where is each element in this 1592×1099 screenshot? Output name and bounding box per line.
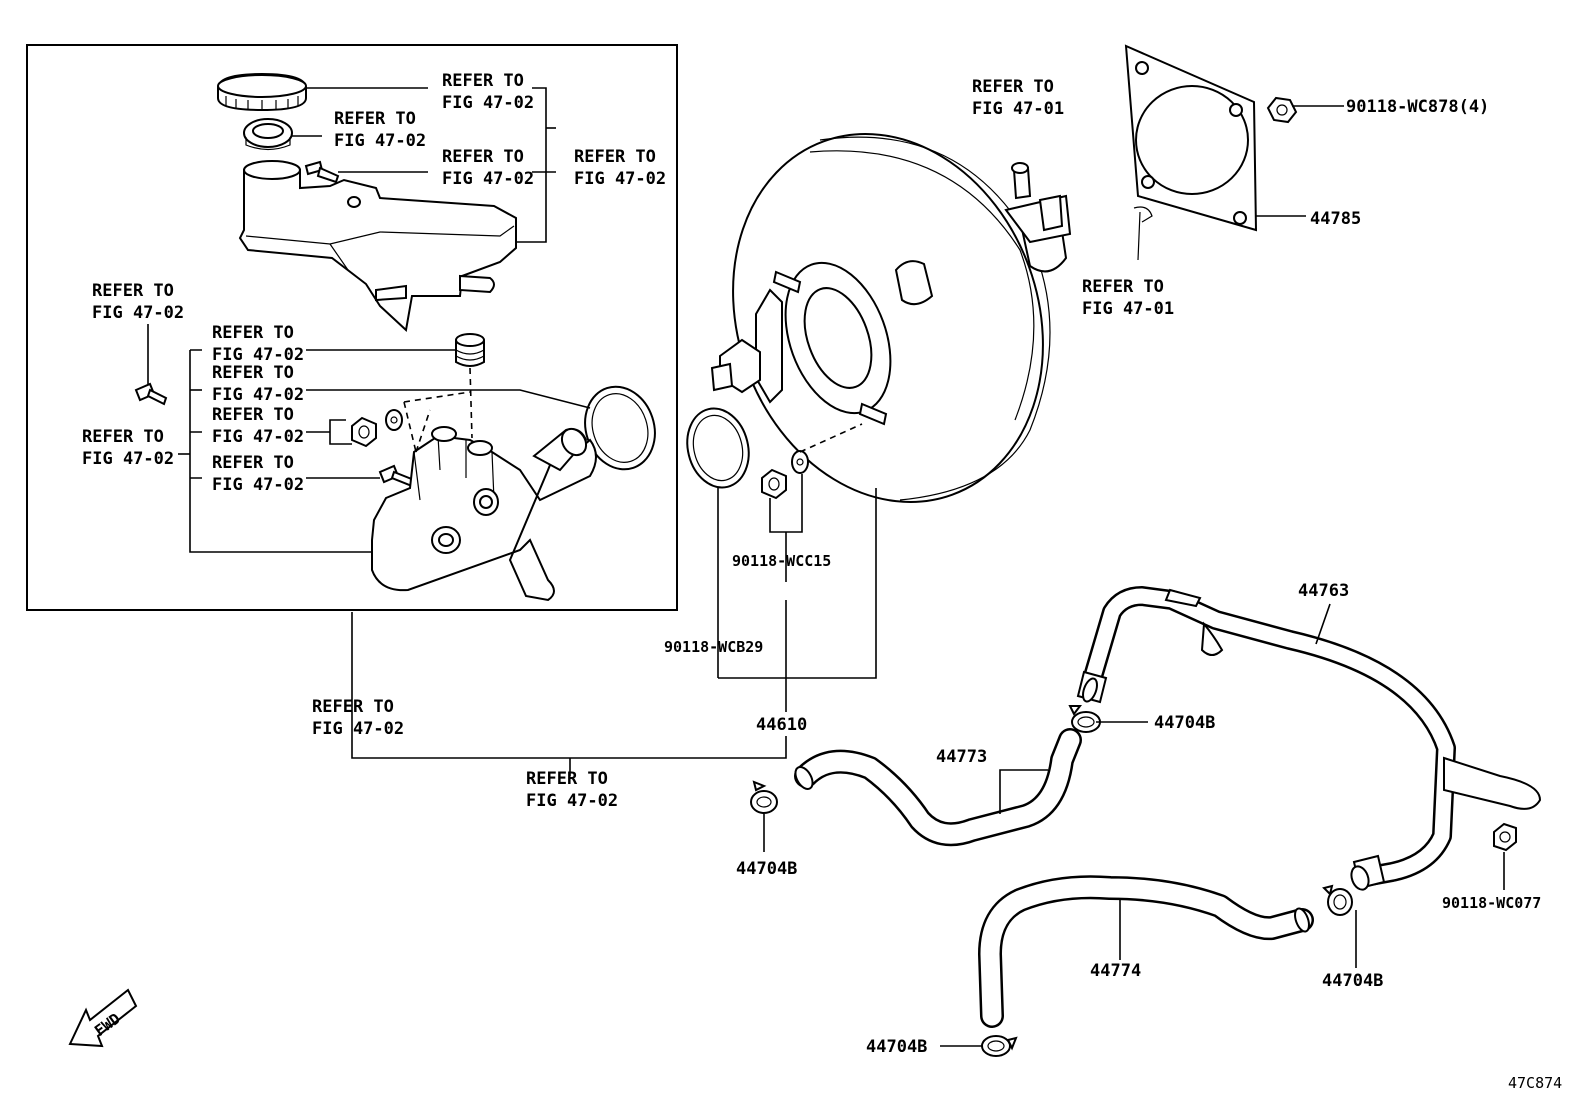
- refer-label-box-group: REFER TO FIG 47-02: [312, 697, 404, 739]
- svg-text:REFER TO: REFER TO: [1082, 277, 1164, 297]
- part-number-44773: 44773: [936, 747, 987, 767]
- part-number-44774: 44774: [1090, 961, 1141, 981]
- hose-clamp-icon: [750, 780, 778, 814]
- refer-label-grommet: REFER TO FIG 47-02: [212, 323, 304, 365]
- booster-seal-ring-icon: [686, 407, 750, 489]
- svg-text:REFER TO: REFER TO: [312, 697, 394, 717]
- reservoir-screw-icon: [304, 160, 340, 184]
- refer-label-reservoir: REFER TO FIG 47-02: [574, 147, 666, 189]
- svg-text:REFER TO: REFER TO: [212, 363, 294, 383]
- part-number-44704b: 44704B: [1322, 971, 1383, 991]
- part-number-44785: 44785: [1310, 209, 1361, 229]
- svg-text:FIG 47-02: FIG 47-02: [212, 345, 304, 365]
- reservoir-icon: [238, 160, 517, 332]
- svg-text:REFER TO: REFER TO: [442, 147, 524, 167]
- svg-text:FIG 47-01: FIG 47-01: [972, 99, 1064, 119]
- brake-booster-icon: [710, 133, 1072, 503]
- hose-clamp-icon: [981, 1035, 1018, 1057]
- booster-nut-icon: [761, 468, 787, 500]
- vacuum-pipe-icon: [1076, 586, 1542, 891]
- svg-text:FIG 47-02: FIG 47-02: [312, 719, 404, 739]
- svg-text:FIG 47-02: FIG 47-02: [526, 791, 618, 811]
- side-screw-icon: [134, 382, 168, 406]
- refer-label-clip: REFER TO FIG 47-01: [1082, 277, 1174, 319]
- part-number-44704b: 44704B: [866, 1037, 927, 1057]
- diagram-code: 47C874: [1508, 1074, 1562, 1092]
- svg-text:REFER TO: REFER TO: [212, 453, 294, 473]
- svg-text:FIG 47-02: FIG 47-02: [82, 449, 174, 469]
- nut-icon: [351, 416, 377, 448]
- svg-text:REFER TO: REFER TO: [442, 71, 524, 91]
- svg-text:FIG 47-02: FIG 47-02: [334, 131, 426, 151]
- clevis-pin-icon: [1011, 162, 1032, 200]
- master-cylinder-group-box: [26, 44, 678, 611]
- bolt-icon: [378, 464, 416, 488]
- part-number-90118-wcb29: 90118-WCB29: [664, 638, 763, 656]
- hose-44773-icon: [794, 728, 1082, 847]
- part-number-44610: 44610: [756, 715, 807, 735]
- part-number-44704b: 44704B: [1154, 713, 1215, 733]
- refer-label-cap: REFER TO FIG 47-02: [442, 71, 534, 113]
- part-number-90118-wcc15: 90118-WCC15: [732, 552, 831, 570]
- refer-label-strainer: REFER TO FIG 47-02: [334, 109, 426, 151]
- svg-text:REFER TO: REFER TO: [212, 405, 294, 425]
- flange-nut-icon: [1266, 96, 1298, 124]
- refer-label-side-screw: REFER TO FIG 47-02: [92, 281, 184, 323]
- grommet-icon: [455, 333, 485, 367]
- clip-icon: [1133, 206, 1153, 261]
- svg-text:FIG 47-02: FIG 47-02: [442, 169, 534, 189]
- reservoir-cap-icon: [217, 72, 307, 112]
- svg-text:FIG 47-01: FIG 47-01: [1082, 299, 1174, 319]
- refer-label-screw: REFER TO FIG 47-02: [442, 147, 534, 189]
- svg-text:REFER TO: REFER TO: [82, 427, 164, 447]
- refer-label-clevis: REFER TO FIG 47-01: [972, 77, 1064, 119]
- svg-text:REFER TO: REFER TO: [92, 281, 174, 301]
- svg-text:FIG 47-02: FIG 47-02: [92, 303, 184, 323]
- booster-washer-icon: [791, 450, 809, 474]
- hose-clamp-icon: [1322, 884, 1353, 916]
- svg-text:REFER TO: REFER TO: [574, 147, 656, 167]
- svg-text:REFER TO: REFER TO: [972, 77, 1054, 97]
- refer-label-bolt: REFER TO FIG 47-02: [212, 453, 304, 495]
- gasket-icon: [1124, 44, 1258, 232]
- pipe-nut-icon: [1493, 822, 1517, 852]
- part-number-44704b: 44704B: [736, 859, 797, 879]
- fwd-arrow-icon: FWD: [68, 988, 138, 1048]
- svg-text:FIG 47-02: FIG 47-02: [212, 475, 304, 495]
- refer-label-master-cylinder: REFER TO FIG 47-02: [82, 427, 174, 469]
- o-ring-icon: [584, 385, 656, 471]
- svg-text:REFER TO: REFER TO: [212, 323, 294, 343]
- svg-text:FIG 47-02: FIG 47-02: [574, 169, 666, 189]
- hose-clamp-icon: [1068, 705, 1101, 733]
- hose-44774-icon: [978, 875, 1314, 1028]
- svg-text:REFER TO: REFER TO: [334, 109, 416, 129]
- svg-text:FIG 47-02: FIG 47-02: [212, 427, 304, 447]
- refer-label-nut: REFER TO FIG 47-02: [212, 405, 304, 447]
- washer-icon: [385, 409, 403, 431]
- strainer-icon: [243, 118, 293, 151]
- svg-text:FIG 47-02: FIG 47-02: [212, 385, 304, 405]
- refer-label-o-ring: REFER TO FIG 47-02: [212, 363, 304, 405]
- refer-label-assembly: REFER TO FIG 47-02: [526, 769, 618, 811]
- svg-text:REFER TO: REFER TO: [526, 769, 608, 789]
- part-number-44763: 44763: [1298, 581, 1349, 601]
- part-number-90118-wc878: 90118-WC878(4): [1346, 97, 1489, 117]
- part-number-90118-wc077: 90118-WC077: [1442, 894, 1541, 912]
- svg-text:FIG 47-02: FIG 47-02: [442, 93, 534, 113]
- master-cylinder-icon: [371, 426, 597, 602]
